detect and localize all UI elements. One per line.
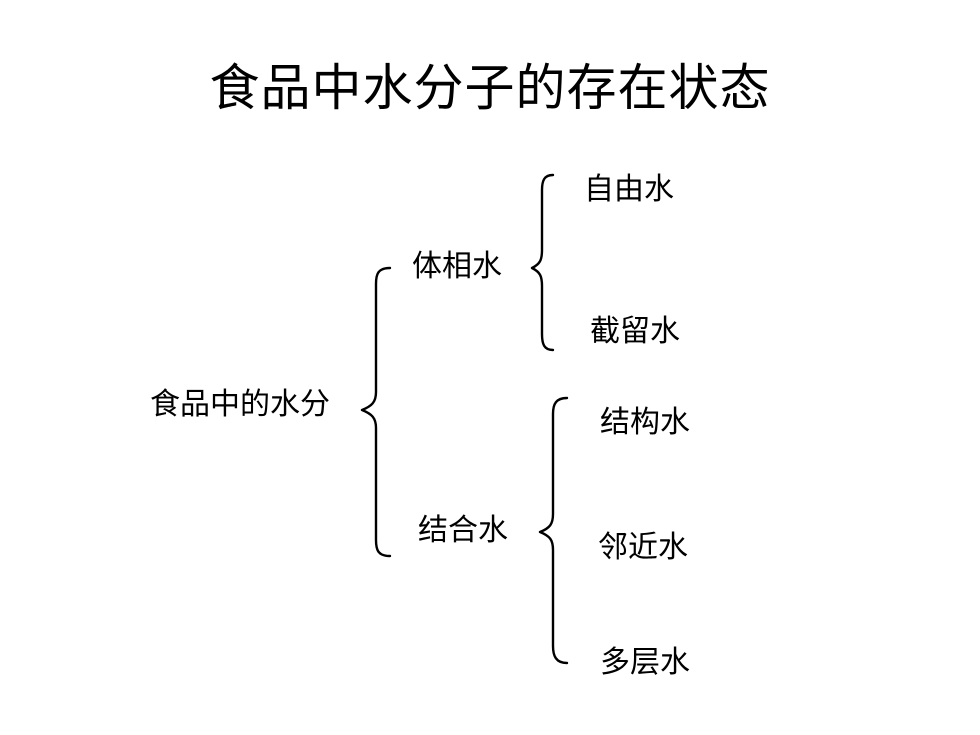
leaf-multilayer-water: 多层水 [600,645,690,680]
leaf-entrapped-water: 截留水 [590,314,680,349]
slide-title: 食品中水分子的存在状态 [209,59,771,117]
root-node: 食品中的水分 [150,387,330,422]
bound-water-brace [538,396,569,665]
root-brace [360,266,392,558]
leaf-vicinal-water: 邻近水 [598,530,688,565]
leaf-free-water: 自由水 [584,172,674,207]
leaf-constitutional-water: 结构水 [600,405,690,440]
node-bound-water: 结合水 [418,513,508,548]
node-bulk-water: 体相水 [412,249,502,284]
bulk-water-brace [530,173,555,352]
